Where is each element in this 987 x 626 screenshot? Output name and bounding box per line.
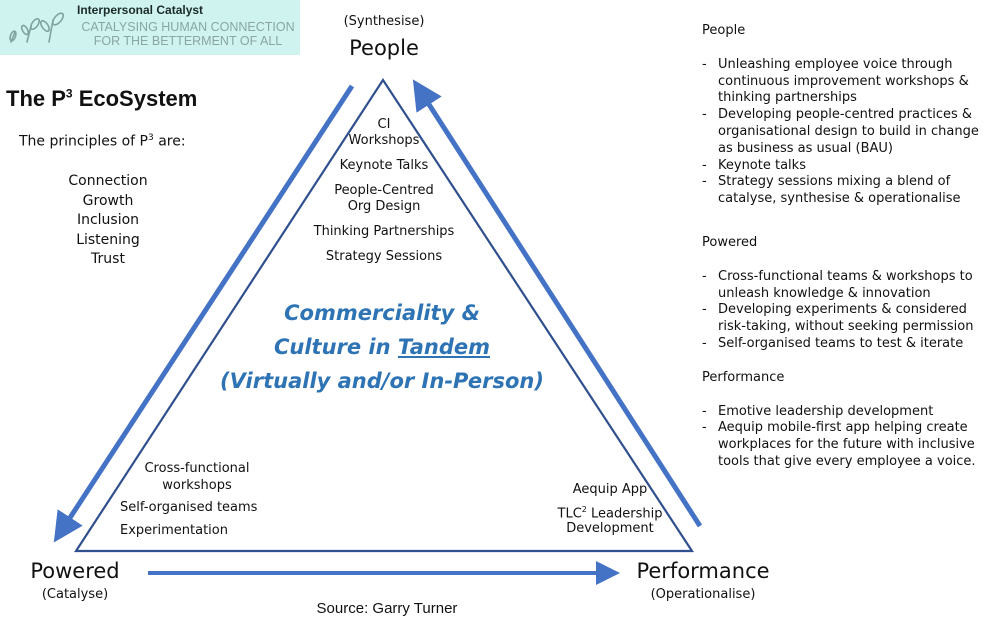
powered-list: Cross-functional teams & workshops to un… xyxy=(702,269,987,353)
arrow-performance-to-people xyxy=(412,79,703,528)
list-item: Strategy sessions mixing a blend of cata… xyxy=(702,174,987,208)
section-heading-people: People xyxy=(702,23,746,38)
list-item: Developing experiments & considered risk… xyxy=(702,302,987,336)
list-item: Keynote talks xyxy=(702,158,987,175)
activity-item: TLC2 Leadership xyxy=(557,505,663,522)
vertex-performance-sub: (Operationalise) xyxy=(650,587,756,602)
principle-item: Trust xyxy=(91,251,125,267)
principles-lead: The principles of P3 are: xyxy=(19,133,186,150)
vertex-performance-label: Performance xyxy=(636,559,770,583)
principles-list: Connection Growth Inclusion Listening Tr… xyxy=(38,172,178,270)
source-credit: Source: Garry Turner xyxy=(316,600,458,617)
activity-item: Workshops xyxy=(348,133,420,148)
activity-item: Self-organised teams xyxy=(120,500,258,515)
center-statement: Commerciality & Culture in Tandem (Virtu… xyxy=(220,301,544,393)
principle-item: Listening xyxy=(76,231,140,248)
list-item: Developing people-centred practices & or… xyxy=(702,107,987,157)
vertex-people-sub: (Synthesise) xyxy=(343,14,425,29)
activity-item: Development xyxy=(566,521,654,537)
brand-name: Interpersonal Catalyst xyxy=(77,3,204,17)
activity-item: Aequip App xyxy=(572,482,648,497)
list-item: Unleashing employee voice through contin… xyxy=(702,57,987,107)
activity-item: Strategy Sessions xyxy=(325,249,443,264)
people-list: Unleashing employee voice through contin… xyxy=(702,57,987,208)
ecosystem-triangle xyxy=(73,77,695,553)
principle-item: Inclusion xyxy=(76,212,140,228)
activity-item: workshops xyxy=(162,478,232,493)
performance-list: Emotive leadership development Aequip mo… xyxy=(702,404,987,471)
activity-item: Thinking Partnerships xyxy=(313,224,455,239)
activity-item: CI xyxy=(377,117,391,132)
vertex-people-label: People xyxy=(349,36,419,60)
brand-tagline: CATALYSING HUMAN CONNECTION FOR THE BETT… xyxy=(81,20,295,48)
principle-item: Growth xyxy=(82,192,134,209)
arrow-people-to-powered xyxy=(53,84,355,543)
section-heading-performance: Performance xyxy=(702,369,785,385)
people-activities: CI Workshops Keynote Talks People-Centre… xyxy=(296,117,472,265)
sidebar-descriptions: People Unleashing employee voice through… xyxy=(702,23,987,471)
activity-item: Cross-functional xyxy=(144,461,250,476)
list-item: Cross-functional teams & workshops to un… xyxy=(702,269,987,303)
list-item: Aequip mobile-first app helping create w… xyxy=(702,420,987,470)
activity-item: Experimentation xyxy=(120,523,228,538)
header-banner: Interpersonal Catalyst CATALYSING HUMAN … xyxy=(0,0,300,55)
performance-activities: Aequip App TLC2 Leadership Development xyxy=(540,482,680,536)
powered-activities: Cross-functional workshops Self-organise… xyxy=(104,460,294,538)
activity-item: Keynote Talks xyxy=(339,158,429,173)
section-heading-powered: Powered xyxy=(702,234,758,250)
activity-item: Org Design xyxy=(347,199,421,214)
vertex-powered-label: Powered xyxy=(30,559,120,583)
list-item: Emotive leadership development xyxy=(702,404,987,421)
activity-item: People-Centred xyxy=(334,183,434,198)
vertex-powered-sub: (Catalyse) xyxy=(41,587,109,602)
principle-item: Connection xyxy=(68,173,148,189)
sprout-logo-icon xyxy=(9,12,65,43)
list-item: Self-organised teams to test & iterate xyxy=(702,336,987,353)
page-title: The P3 EcoSystem xyxy=(6,86,198,111)
